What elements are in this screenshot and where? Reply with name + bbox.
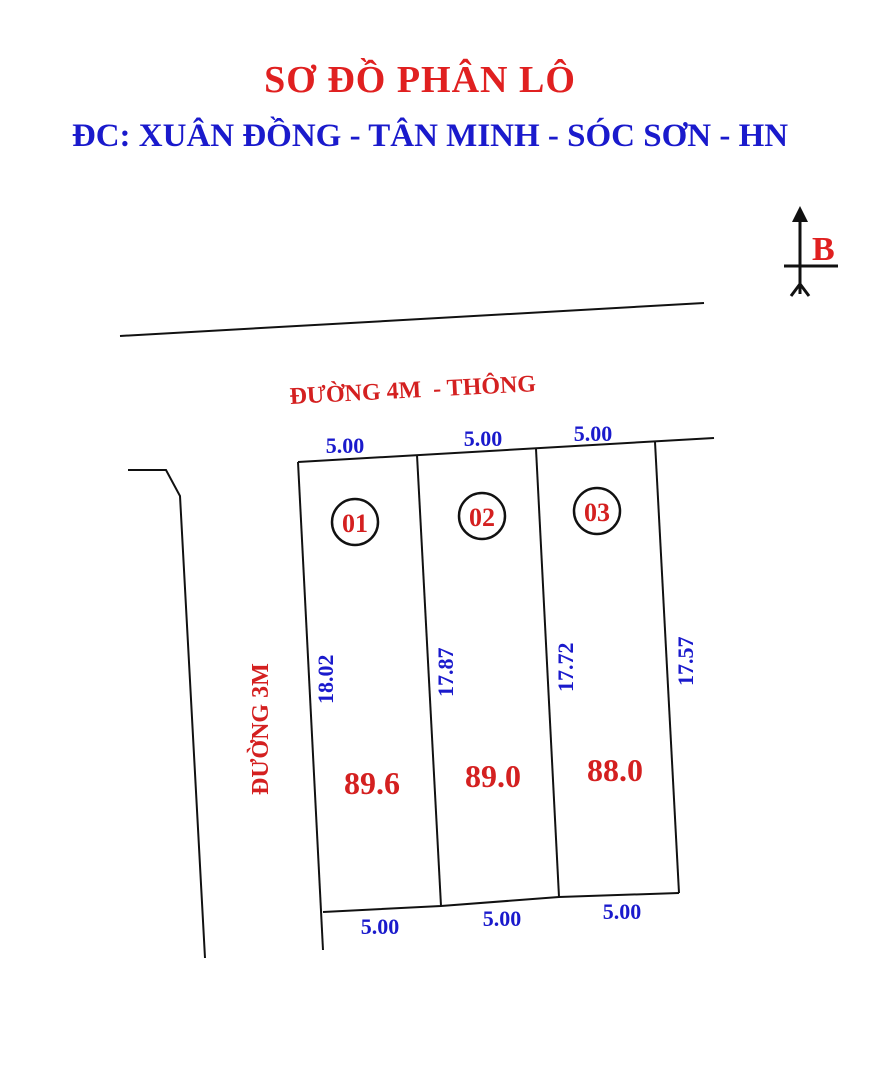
top-road-line [119, 302, 705, 337]
lot-03-badge: 03 [572, 486, 622, 536]
lot-01-top-width: 5.00 [326, 433, 365, 458]
lot-01-number: 01 [342, 509, 368, 538]
north-arrow: B [784, 206, 838, 297]
side-length-2: 17.87 [433, 648, 458, 698]
side-length-3: 17.72 [553, 643, 578, 693]
lot-01-badge: 01 [330, 497, 380, 547]
lot-02-number: 02 [469, 503, 495, 532]
lot-01-area: 89.6 [344, 765, 400, 801]
lot-boundaries [297, 437, 715, 951]
left-road-label: ĐƯỜNG 3M [247, 663, 274, 795]
lot-02-bottom-width: 5.00 [483, 906, 522, 931]
north-label: B [812, 231, 835, 268]
side-length-4: 17.57 [673, 637, 698, 687]
address-line: ĐC: XUÂN ĐỒNG - TÂN MINH - SÓC SƠN - HN [71, 118, 789, 154]
lot-03-number: 03 [584, 498, 610, 527]
lot-02-badge: 02 [457, 491, 507, 541]
side-length-1: 18.02 [313, 655, 338, 705]
diagram-title: SƠ ĐỒ PHÂN LÔ [264, 59, 576, 101]
lot-02-area: 89.0 [465, 758, 521, 794]
lot-03-top-width: 5.00 [574, 421, 613, 446]
lot-03-bottom-width: 5.00 [603, 899, 642, 924]
lot-01-bottom-width: 5.00 [361, 914, 400, 939]
lot-03-area: 88.0 [587, 752, 643, 788]
top-road-label: ĐƯỜNG 4M - THÔNG [289, 370, 537, 410]
lot-02-top-width: 5.00 [464, 426, 503, 451]
left-road-line [128, 469, 206, 959]
